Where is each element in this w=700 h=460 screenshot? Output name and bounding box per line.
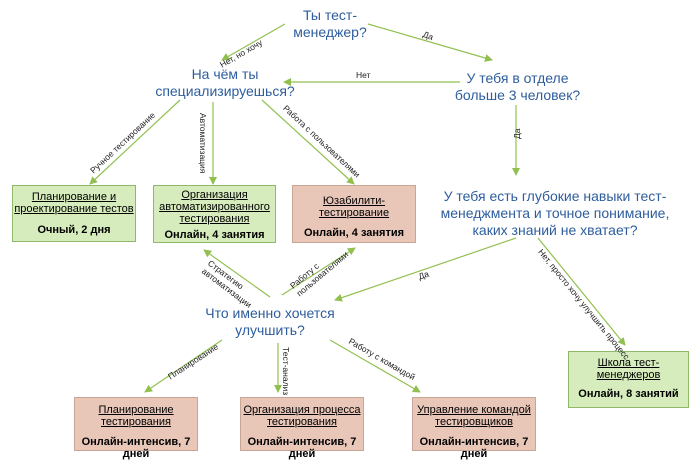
course-title: Организация автоматизированного тестиров…: [159, 189, 270, 225]
course-title: Управление командой тестировщиков: [417, 404, 531, 428]
course-box-planning-intensive[interactable]: Планирование тестирования Онлайн-интенси…: [74, 397, 198, 460]
course-format: Онлайн-интенсив, 7 дней: [419, 436, 529, 460]
course-box-automation[interactable]: Организация автоматизированного тестиров…: [153, 185, 276, 243]
course-box-team[interactable]: Управление командой тестировщиков Онлайн…: [412, 397, 536, 460]
course-box-process[interactable]: Организация процесса тестирования Онлайн…: [240, 397, 364, 460]
question-test-manager: Ты тест- менеджер?: [293, 7, 367, 40]
arrow-q2-to-planning: [89, 99, 181, 185]
course-title: Планирование тестирования: [98, 404, 174, 428]
edge-label-test-analysis: Тест-анализ: [281, 347, 291, 396]
arrow-q4-to-q5: [334, 237, 517, 302]
edge-label-yes-2: Да: [512, 128, 522, 139]
question-specialization: На чём ты специализируешься?: [155, 66, 295, 99]
course-format: Онлайн, 4 занятия: [303, 227, 405, 239]
arrow-q5-to-usability: [281, 247, 356, 296]
question-deep-skills: У тебя есть глубокие навыки тест- менедж…: [440, 188, 670, 238]
course-format: Онлайн-интенсив, 7 дней: [81, 436, 191, 460]
course-title: Планирование и проектирование тестов: [14, 191, 134, 215]
course-format: Онлайн, 4 занятия: [164, 229, 265, 241]
question-department-size: У тебя в отделе больше 3 человек?: [454, 70, 581, 103]
arrow-q2-to-usability: [261, 99, 355, 185]
course-title: Школа тест- менеджеров: [596, 357, 661, 381]
course-format: Очный, 2 дня: [37, 224, 111, 236]
arrow-q5-to-automation: [203, 249, 271, 298]
edge-label-no: Нет: [356, 70, 371, 80]
course-format: Онлайн-интенсив, 7 дней: [247, 436, 357, 460]
question-what-to-improve: Что именно хочется улучшить?: [205, 305, 335, 338]
course-format: Онлайн, 8 занятий: [578, 388, 679, 400]
arrow-q4-to-school: [537, 237, 626, 346]
course-box-school[interactable]: Школа тест- менеджеров Онлайн, 8 занятий: [568, 351, 689, 408]
arrow-q1-to-q3: [367, 23, 493, 62]
arrow-q1-to-q2: [221, 23, 286, 61]
course-box-planning[interactable]: Планирование и проектирование тестов Очн…: [12, 185, 136, 242]
course-title: Организация процесса тестирования: [243, 404, 361, 428]
course-box-usability[interactable]: Юзабилити- тестирование Онлайн, 4 заняти…: [292, 185, 416, 243]
arrow-q5-to-planning-intensive: [144, 339, 223, 393]
arrow-q5-to-team: [329, 339, 421, 393]
edge-label-automation: Автоматизация: [198, 113, 208, 174]
course-title: Юзабилити- тестирование: [318, 195, 390, 219]
